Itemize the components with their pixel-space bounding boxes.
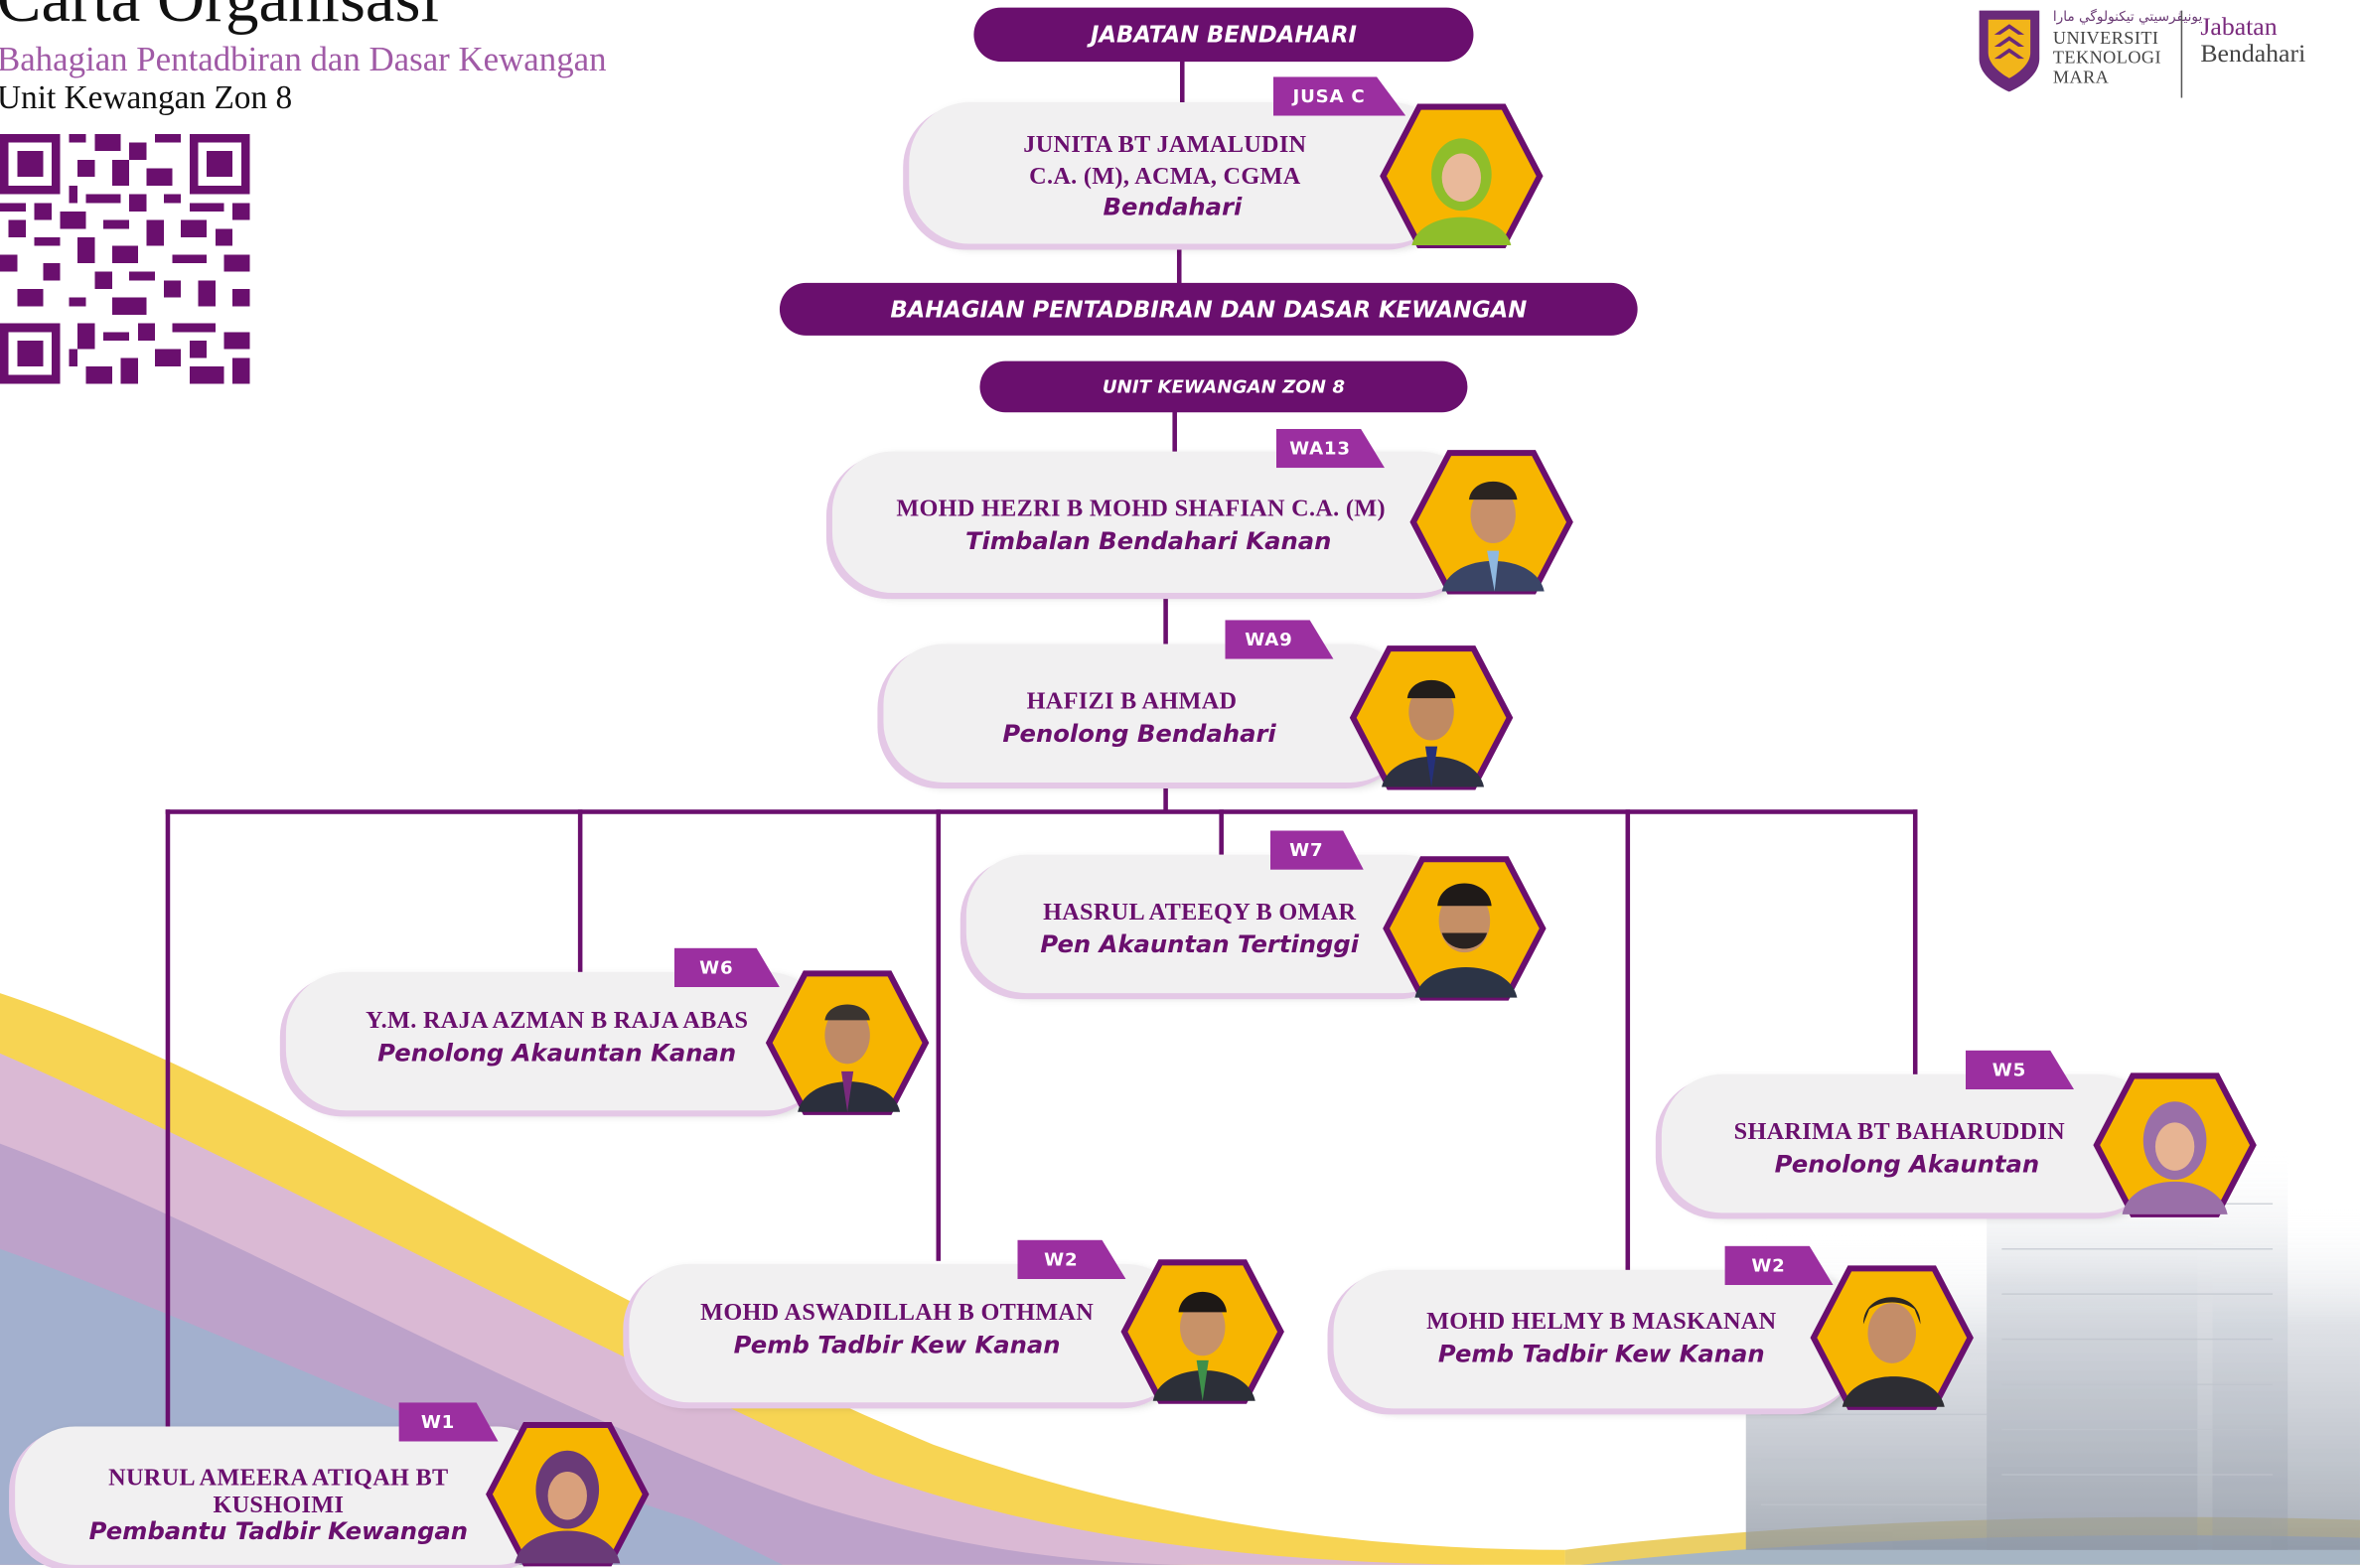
connector-line — [1179, 60, 1185, 106]
staff-role: Bendahari — [1103, 192, 1243, 221]
staff-role: Pemb Tadbir Kew Kanan — [1437, 1339, 1765, 1368]
staff-name-line2: KUSHOIMI — [213, 1493, 345, 1518]
unit-heading: UNIT KEWANGAN ZON 8 — [979, 360, 1468, 413]
staff-role: Pemb Tadbir Kew Kanan — [733, 1330, 1061, 1359]
staff-card-pen-akauntan-tertinggi: HASRUL ATEEQY B OMAR Pen Akauntan Tertin… — [965, 854, 1463, 994]
page-title: Carta Organisasi — [0, 0, 439, 33]
staff-name-line1: JUNITA BT JAMALUDIN — [1023, 132, 1307, 159]
logo-divider — [2180, 10, 2183, 98]
hexagon-portrait-icon — [765, 970, 930, 1115]
qr-code-icon — [0, 133, 250, 384]
staff-name: HAFIZI B AHMAD — [1026, 689, 1238, 715]
hexagon-portrait-icon — [1409, 450, 1573, 595]
staff-name: SHARIMA BT BAHARUDDIN — [1733, 1119, 2065, 1146]
connector-line — [165, 809, 171, 1427]
logo-uni-line3: MARA — [2052, 66, 2110, 87]
staff-name-line2: C.A. (M), ACMA, CGMA — [1029, 164, 1301, 190]
connector-line — [1172, 406, 1177, 458]
logo-department: Jabatan Bendahari — [2200, 12, 2306, 69]
connector-line — [577, 809, 583, 972]
page-subtitle: Bahagian Pentadbiran dan Dasar Kewangan — [0, 40, 607, 78]
dept-heading: JABATAN BENDAHARI — [973, 7, 1474, 63]
connector-line — [1163, 779, 1168, 813]
staff-name: MOHD ASWADILLAH B OTHMAN — [700, 1300, 1095, 1326]
staff-name: Y.M. RAJA AZMAN B RAJA ABAS — [366, 1008, 749, 1035]
staff-card-pemb-tadbir-kew-kanan-1: MOHD ASWADILLAH B OTHMAN Pemb Tadbir Kew… — [629, 1263, 1187, 1403]
uitm-shield-icon — [1979, 10, 2040, 92]
staff-role: Penolong Bendahari — [1002, 719, 1276, 749]
uitm-logo: ﯾﻮﻧﯿﭭﺮﺳﯿﺘﻲ ﺗﯿﻜﻨﻮﻟﻮﮔﻲ ﻣﺎرا UNIVERSITI TEK… — [1974, 8, 2342, 98]
staff-card-pemb-tadbir-kew-kanan-2: MOHD HELMY B MASKANAN Pemb Tadbir Kew Ka… — [1333, 1269, 1860, 1409]
logo-uni-line2: TEKNOLOGI — [2052, 46, 2162, 69]
grade-badge: WA13 — [1275, 428, 1386, 469]
staff-name: JUNITA BT JAMALUDIN C.A. (M), ACMA, CGMA — [940, 129, 1392, 193]
connector-line — [1219, 809, 1224, 855]
hexagon-portrait-icon — [1383, 856, 1547, 1001]
logo-dept-line1: Jabatan — [2200, 12, 2278, 41]
connector-line — [936, 809, 942, 1261]
staff-name: MOHD HELMY B MASKANAN — [1426, 1309, 1777, 1336]
staff-role: Pen Akauntan Tertinggi — [1040, 929, 1360, 959]
staff-card-penolong-akauntan: SHARIMA BT BAHARUDDIN Penolong Akauntan — [1661, 1073, 2158, 1213]
connector-line — [1625, 809, 1631, 1270]
connector-line — [1176, 240, 1182, 289]
logo-dept-line2: Bendahari — [2200, 39, 2306, 69]
staff-role: Pembantu Tadbir Kewangan — [88, 1516, 469, 1546]
logo-uni-line1: UNIVERSITI — [2052, 27, 2159, 49]
staff-name-line1: NURUL AMEERA ATIQAH BT — [108, 1465, 449, 1492]
staff-role: Timbalan Bendahari Kanan — [964, 526, 1332, 556]
division-heading: BAHAGIAN PENTADBIRAN DAN DASAR KEWANGAN — [779, 282, 1638, 336]
staff-card-penolong-bendahari: HAFIZI B AHMAD Penolong Bendahari — [883, 643, 1410, 783]
staff-card-pembantu-tadbir-kewangan: NURUL AMEERA ATIQAH BT KUSHOIMI Pembantu… — [15, 1426, 557, 1565]
staff-name: NURUL AMEERA ATIQAH BT KUSHOIMI — [45, 1463, 512, 1521]
hexagon-portrait-icon — [1380, 103, 1544, 249]
connector-horizontal — [165, 809, 1918, 814]
staff-role: Penolong Akauntan — [1774, 1149, 2040, 1179]
hexagon-portrait-icon — [1349, 645, 1514, 790]
unit-label: Unit Kewangan Zon 8 — [0, 77, 293, 116]
staff-card-bendahari: JUNITA BT JAMALUDIN C.A. (M), ACMA, CGMA… — [909, 102, 1451, 244]
staff-name: MOHD HEZRI B MOHD SHAFIAN C.A. (M) — [896, 497, 1386, 522]
hexagon-portrait-icon — [1120, 1259, 1284, 1404]
hexagon-portrait-icon — [486, 1421, 650, 1567]
hexagon-portrait-icon — [2093, 1072, 2257, 1217]
connector-line — [1163, 589, 1168, 647]
connector-line — [1912, 809, 1918, 1074]
logo-university-name: UNIVERSITI TEKNOLOGI MARA — [2052, 27, 2162, 87]
staff-role: Penolong Akauntan Kanan — [377, 1038, 737, 1068]
staff-card-penolong-akauntan-kanan: Y.M. RAJA AZMAN B RAJA ABAS Penolong Aka… — [285, 971, 828, 1111]
logo-arabic-text: ﯾﻮﻧﯿﭭﺮﺳﯿﺘﻲ ﺗﯿﻜﻨﻮﻟﻮﮔﻲ ﻣﺎرا — [2052, 10, 2203, 26]
hexagon-portrait-icon — [1810, 1265, 1974, 1410]
staff-name: HASRUL ATEEQY B OMAR — [1043, 900, 1357, 926]
staff-card-timbalan-bendahari-kanan: MOHD HEZRI B MOHD SHAFIAN C.A. (M) Timba… — [831, 451, 1480, 594]
